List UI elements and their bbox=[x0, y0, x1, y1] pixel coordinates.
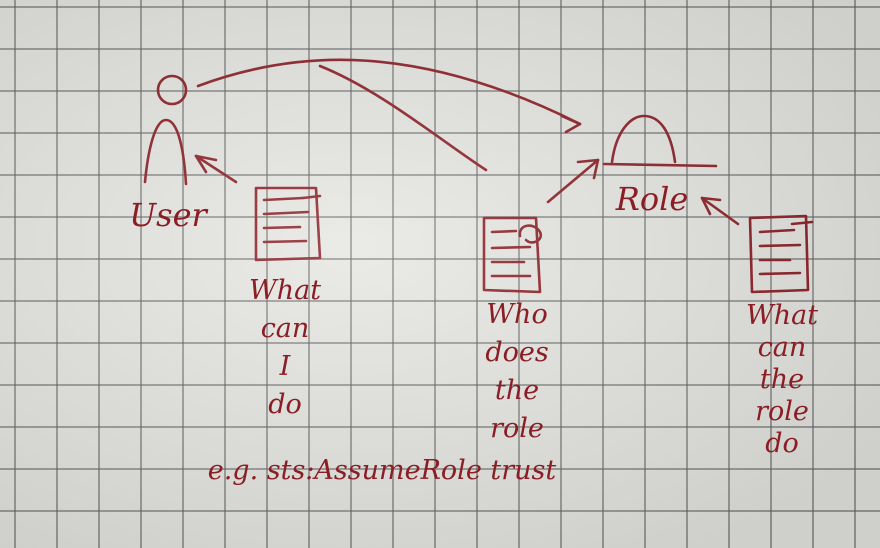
document-caption-role-permissions: What can the role do bbox=[745, 300, 819, 459]
hardhat-icon bbox=[602, 114, 718, 168]
arrow-doc3-to-role bbox=[700, 196, 740, 226]
arrow-doc1-to-user bbox=[194, 154, 238, 184]
trust-curve bbox=[318, 64, 488, 172]
role-label: Role bbox=[615, 180, 689, 218]
person-icon bbox=[143, 74, 188, 186]
example-annotation: e.g. sts:AssumeRole trust bbox=[207, 455, 557, 486]
arrow-user-to-role bbox=[196, 58, 582, 134]
document-icon bbox=[254, 186, 322, 262]
document-caption-trust-policy: Who does the role bbox=[485, 299, 549, 444]
document-icon bbox=[748, 214, 814, 294]
document-icon bbox=[482, 216, 543, 294]
user-label: User bbox=[129, 196, 207, 234]
arrow-doc2-to-role bbox=[546, 158, 600, 204]
document-caption-user-permissions: What can I do bbox=[248, 275, 322, 420]
